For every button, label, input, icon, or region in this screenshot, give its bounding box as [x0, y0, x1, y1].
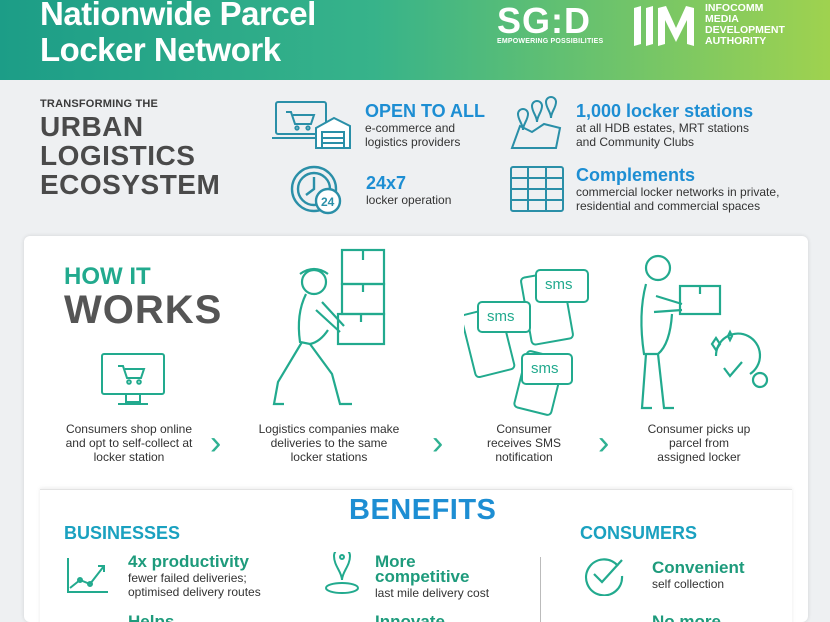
feature-title: Complements	[576, 165, 696, 185]
benefits-title: BENEFITS	[349, 494, 497, 526]
benefits-card: BENEFITS BUSINESSES CONSUMERS 4x product…	[40, 489, 792, 622]
how-it-works-heading-big: WORKS	[64, 288, 223, 332]
benefit-title: Innovate	[375, 612, 445, 622]
feature-title: OPEN TO ALL	[365, 101, 486, 121]
step-text: Logistics companies make	[258, 422, 400, 436]
imda-line: DEVELOPMENT	[705, 24, 785, 36]
sgd-tagline: EMPOWERING POSSIBILITIES	[497, 38, 604, 45]
step-pickup-parcel: Consumer picks up parcel from assigned l…	[624, 422, 774, 464]
chevron-right-icon: ›	[432, 424, 444, 462]
step-text: Consumers shop online	[65, 422, 193, 436]
step-text: Consumer picks up	[647, 422, 751, 436]
intro-heading-line: URBAN	[40, 111, 144, 142]
banner-title: Nationwide Parcel Locker Network	[40, 0, 316, 68]
step-shop-online: Consumers shop online and opt to self-co…	[54, 422, 204, 464]
benefit-subtitle: fewer failed deliveries;	[128, 571, 247, 585]
benefit-title: competitive	[375, 567, 470, 586]
banner-title-line2: Locker Network	[40, 31, 281, 68]
sms-label: sms	[487, 308, 515, 325]
map-pins-icon	[508, 96, 564, 152]
feature-locker-stations: 1,000 locker stations at all HDB estates…	[576, 101, 754, 150]
step-logistics-deliveries: Logistics companies make deliveries to t…	[246, 422, 412, 464]
sms-label: sms	[531, 360, 559, 377]
step-text: notification	[495, 450, 553, 464]
step-text: locker stations	[290, 450, 368, 464]
feature-open-to-all: OPEN TO ALL e-commerce and logistics pro…	[365, 101, 486, 150]
how-it-works-card: HOW IT WORKS Consumers shop online and o…	[24, 236, 808, 622]
intro-section: TRANSFORMING THE URBAN LOGISTICS ECOSYST…	[0, 80, 830, 235]
step-receive-sms: Consumer receives SMS notification	[464, 422, 584, 464]
svg-text:24: 24	[321, 195, 335, 209]
imda-line: AUTHORITY	[705, 35, 767, 47]
banner-title-line1: Nationwide Parcel	[40, 0, 316, 32]
benefit-title: Convenient	[652, 558, 745, 577]
feature-24x7: 24x7 locker operation	[366, 173, 452, 208]
intro-subtitle: TRANSFORMING THE	[40, 98, 159, 110]
step-text: assigned locker	[657, 450, 741, 464]
consumers-heading: CONSUMERS	[580, 523, 698, 543]
imda-line: MEDIA	[705, 13, 739, 25]
benefit-title: Helps	[128, 612, 175, 622]
chevron-right-icon: ›	[598, 424, 610, 462]
clock-24-icon: 24	[288, 163, 348, 219]
location-route-icon	[322, 552, 362, 596]
locker-icon	[508, 164, 566, 214]
feature-subtitle: logistics providers	[365, 135, 461, 149]
sgd-logo: SG:D EMPOWERING POSSIBILITIES	[497, 0, 604, 46]
how-it-works-heading: HOW IT	[64, 263, 151, 290]
benefit-subtitle: self collection	[652, 577, 725, 591]
benefit-title: 4x productivity	[128, 552, 249, 571]
feature-title: 1,000 locker stations	[576, 101, 754, 121]
step-text: locker station	[93, 450, 165, 464]
benefit-subtitle: optimised delivery routes	[128, 585, 261, 599]
imda-line: INFOCOMM	[705, 2, 764, 14]
intro-heading: URBAN LOGISTICS ECOSYSTEM	[40, 112, 220, 199]
sms-phones-icon	[464, 266, 604, 416]
feature-subtitle: residential and commercial spaces	[576, 199, 761, 213]
sgd-wordmark: SG:D	[497, 0, 591, 41]
feature-subtitle: e-commerce and	[365, 121, 456, 135]
person-pickup-icon	[632, 252, 782, 412]
feature-subtitle: and Community Clubs	[576, 135, 695, 149]
step-text: receives SMS	[486, 436, 562, 450]
feature-subtitle: commercial locker networks in private,	[576, 185, 780, 199]
feature-complements: Complements commercial locker networks i…	[576, 165, 780, 214]
chevron-right-icon: ›	[210, 424, 222, 462]
step-text: deliveries to the same	[270, 436, 388, 450]
intro-heading-accent: ECOSYSTEM	[40, 169, 221, 200]
imda-logo-icon	[632, 6, 698, 46]
benefit-title: More	[375, 552, 416, 571]
productivity-chart-icon	[64, 556, 110, 596]
benefit-subtitle: last mile delivery cost	[375, 586, 490, 600]
step-text: Consumer	[496, 422, 552, 436]
feature-subtitle: locker operation	[366, 193, 452, 207]
step-text: parcel from	[668, 436, 730, 450]
monitor-cart-icon	[98, 350, 168, 408]
imda-name: INFOCOMM MEDIA DEVELOPMENT AUTHORITY	[705, 3, 785, 47]
sms-label: sms	[545, 276, 573, 293]
delivery-person-icon	[272, 244, 402, 416]
benefits-divider	[540, 557, 541, 622]
laptop-cart-icon	[272, 98, 352, 154]
step-text: and opt to self-collect at	[65, 436, 193, 450]
header-banner: Nationwide Parcel Locker Network SG:D EM…	[0, 0, 830, 80]
intro-heading-line: LOGISTICS	[40, 140, 196, 171]
benefit-title: No more	[652, 612, 721, 622]
feature-subtitle: at all HDB estates, MRT stations	[576, 121, 749, 135]
feature-title: 24x7	[366, 173, 407, 193]
businesses-heading: BUSINESSES	[64, 523, 181, 543]
checkmark-circle-icon	[582, 554, 626, 596]
